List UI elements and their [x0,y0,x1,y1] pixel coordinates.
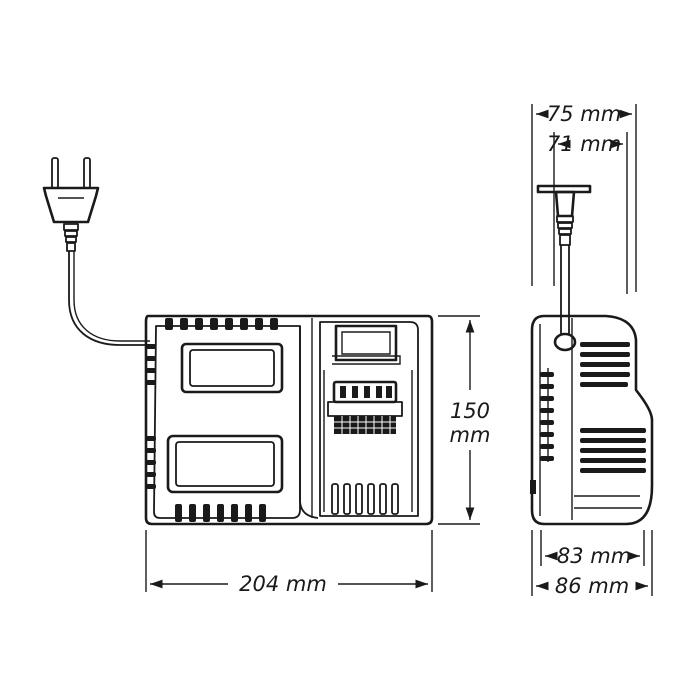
power-plug-front [42,157,100,252]
side-view: 75 mm 71 mm 83 mm 86 mm [530,102,654,598]
battery-slot-front [319,321,419,517]
width-label: 204 mm [239,572,327,596]
bottom-vent-ribs [175,504,266,522]
side-left-ribs [540,368,554,462]
depth-dimension-top: 75 mm 71 mm [531,102,637,294]
left-vent-ribs [146,344,156,489]
depth-top-inner-label: 71 mm [547,132,621,156]
depth-bottom-outer-label: 86 mm [555,574,629,598]
power-cable-front [68,251,150,346]
side-vent-upper [580,342,630,387]
height-value-label: 150 [450,399,490,423]
power-plug-side [536,184,592,335]
height-unit-label: mm [450,423,491,447]
charger-body-front [144,314,434,526]
front-view: 204 mm 150 mm [42,157,491,596]
side-vent-lower [580,428,646,473]
depth-dimension-bottom: 83 mm 86 mm [531,530,653,598]
width-dimension: 204 mm [145,530,433,596]
charger-body-side [530,314,654,526]
label-window [166,434,284,494]
height-dimension: 150 mm [438,315,491,525]
display-window [180,342,284,394]
depth-top-outer-label: 75 mm [547,102,621,126]
top-vent-ribs [165,318,278,330]
depth-bottom-inner-label: 83 mm [557,544,631,568]
